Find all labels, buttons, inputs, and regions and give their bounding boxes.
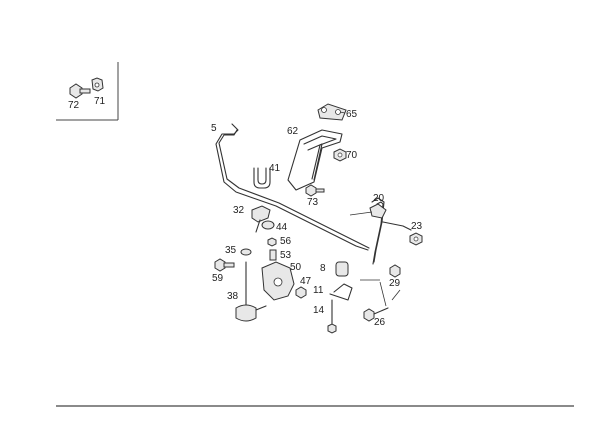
bracket-50 (261, 261, 295, 301)
callout-8: 8 (320, 263, 326, 274)
bushing-35 (240, 248, 252, 256)
washer-56 (267, 237, 277, 247)
callout-38: 38 (227, 291, 239, 302)
callout-44: 44 (276, 222, 288, 233)
bolt-59 (214, 258, 235, 272)
callout-41: 41 (269, 163, 281, 174)
nut-47 (295, 286, 307, 299)
u-bolt-41 (253, 167, 271, 189)
callout-65: 65 (346, 109, 358, 120)
inset-frame (56, 62, 119, 121)
leader-lines (339, 111, 401, 301)
bolt-72 (69, 83, 91, 99)
bushing-8 (335, 261, 349, 277)
bolt-53 (269, 249, 277, 261)
callout-26: 26 (374, 317, 386, 328)
bolt-14 (327, 299, 337, 334)
callout-50: 50 (290, 262, 302, 273)
nut-29 (389, 264, 401, 278)
callout-29: 29 (389, 278, 401, 289)
clamp-11 (329, 283, 353, 301)
callout-72: 72 (68, 100, 80, 111)
callout-73: 73 (307, 197, 319, 208)
bracket-62 (287, 129, 343, 191)
callout-35: 35 (225, 245, 237, 256)
callout-62: 62 (287, 126, 299, 137)
bracket-65 (317, 103, 347, 121)
callout-71: 71 (94, 96, 106, 107)
bracket-20 (369, 203, 387, 219)
callout-59: 59 (212, 273, 224, 284)
callout-70: 70 (346, 150, 358, 161)
nut-23 (409, 232, 423, 246)
callout-14: 14 (313, 305, 325, 316)
callout-53: 53 (280, 250, 292, 261)
nut-70 (333, 148, 347, 162)
nut-71 (91, 77, 104, 92)
callout-56: 56 (280, 236, 292, 247)
callout-32: 32 (233, 205, 245, 216)
callout-5: 5 (211, 123, 217, 134)
callout-20: 20 (373, 193, 385, 204)
callout-23: 23 (411, 221, 423, 232)
callout-11: 11 (313, 285, 324, 296)
bushing-44 (261, 220, 275, 230)
bolt-26 (363, 281, 389, 322)
callout-47: 47 (300, 276, 312, 287)
clamp-32 (251, 205, 271, 233)
link-rod-38 (235, 261, 267, 322)
bolt-73 (305, 184, 325, 197)
